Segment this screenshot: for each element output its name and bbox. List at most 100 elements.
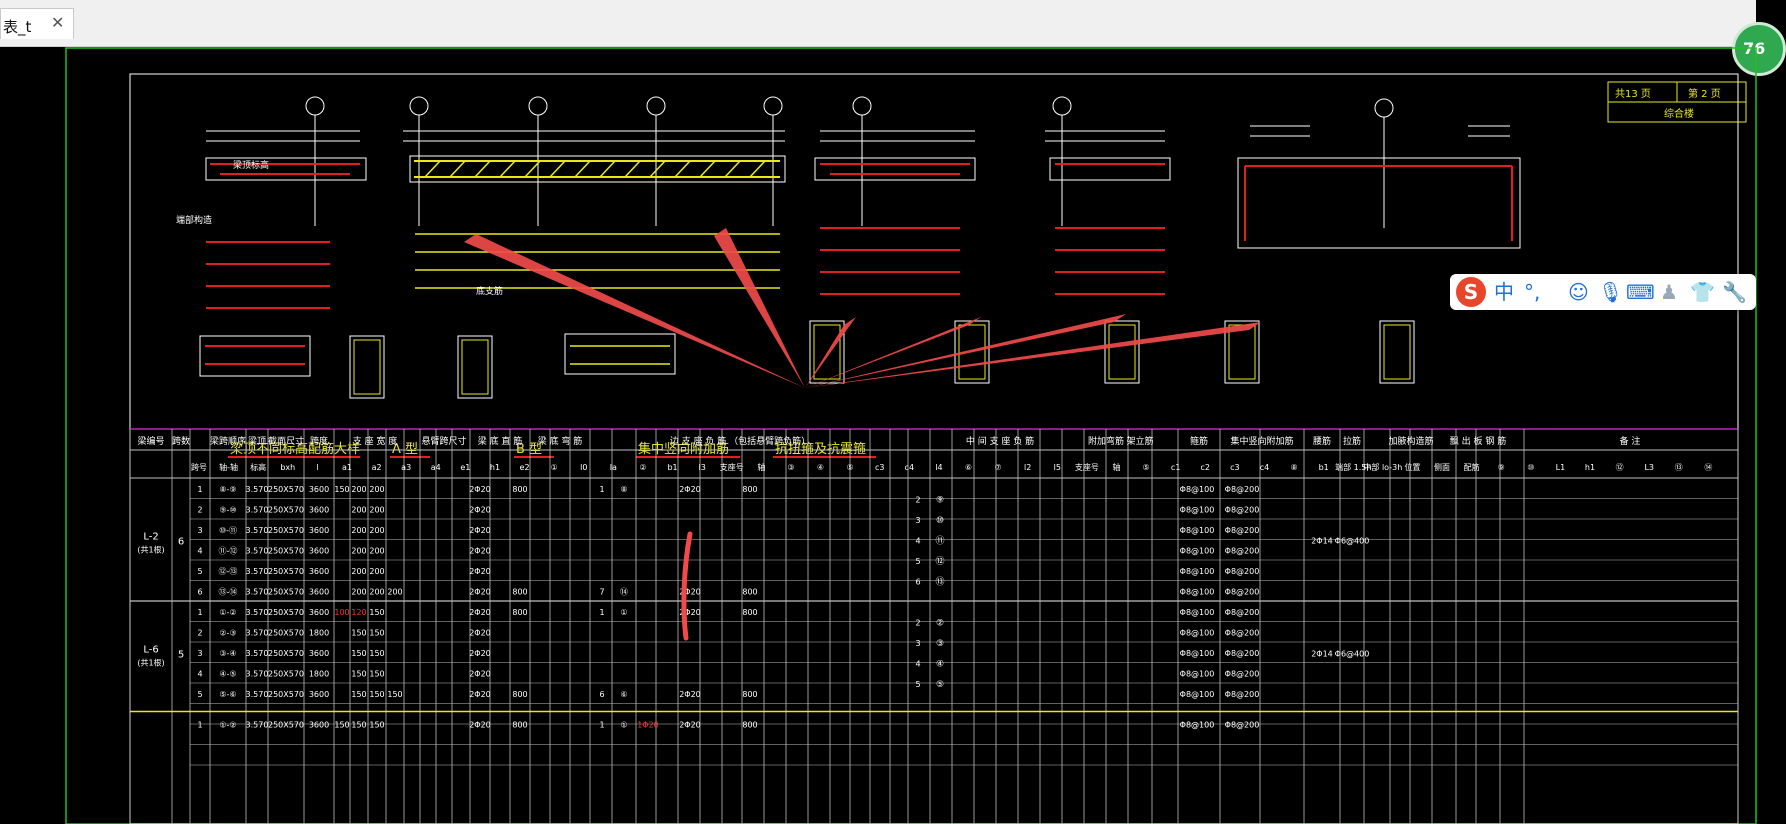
table-cell: Φ8@200 [1225,567,1260,576]
table-cell: ⑭ [620,588,628,597]
table-subheader-cell: a2 [372,463,382,472]
stirrup [813,324,841,380]
table-cell: ⑧ [620,485,627,494]
microphone-icon[interactable]: 🎙 [1598,280,1624,304]
table-cell: 200 [369,588,384,597]
table-cell: 250X570 [268,608,304,617]
table-subheader-cell: c3 [875,463,885,472]
table-cell: 250X570 [268,547,304,556]
document-tab-label: 表_t [3,18,32,36]
table-cell: 2Φ20 [469,588,491,597]
mid-support-axis: ② [936,619,944,629]
table-cell: 250X570 [268,629,304,638]
rebar [674,160,691,178]
emoji-icon[interactable]: ☺ [1568,280,1589,304]
table-cell: 4 [197,547,202,556]
table-cell: Φ8@100 [1180,670,1215,679]
rebar [574,160,591,178]
table-cell: 250X570 [268,670,304,679]
table-cell: 200 [369,526,384,535]
rebar [649,160,666,178]
annotation-arrow [805,314,1126,388]
table-cell: Φ8@100 [1180,629,1215,638]
keyboard-icon[interactable]: ⌨ [1626,280,1655,304]
table-cell: ⑨-⑩ [219,506,236,515]
close-icon[interactable]: ✕ [51,13,65,32]
shirt-icon[interactable]: 👕 [1690,280,1715,304]
section-outline [349,335,385,399]
cad-drawing-canvas[interactable]: 共13 页 第 2 页 综合楼 梁顶标高 底支筋 端部构造 梁顶不同标高配筋大样… [0,46,1757,824]
section-outline [1224,320,1260,384]
table-cell: Φ8@200 [1225,649,1260,658]
mid-support-no: 2 [915,619,920,628]
mid-support-axis: ⑪ [935,536,944,547]
annotation-stroke [681,531,693,641]
table-cell: Φ8@200 [1225,629,1260,638]
table-cell: 5 [197,567,202,576]
beam-outline [1049,157,1171,181]
table-cell: 150 [369,690,384,699]
table-cell: 250X570 [268,526,304,535]
table-cell: ⑩-⑪ [219,526,237,535]
table-subheader-cell: bxh [280,463,295,472]
table-cell: ① [620,608,627,617]
sogou-logo-icon[interactable]: S [1456,277,1486,307]
ime-mode-toggle[interactable]: 中 [1494,280,1514,304]
beam-outline [205,157,367,181]
table-cell: 250X570 [268,690,304,699]
stirrup [1108,324,1136,380]
table-cell: Φ8@100 [1180,608,1215,617]
mid-support-no: 4 [915,660,920,669]
table-cell: Φ8@200 [1225,547,1260,556]
stirrup [1228,324,1256,380]
table-cell: 3.570 [246,690,269,699]
beam-count-note: (共1根) [137,545,164,555]
table-subheader-cell: c3 [1230,463,1240,472]
table-cell: 3.570 [246,526,269,535]
document-tab-bar: 表_t ✕ [0,0,1756,47]
mid-support-axis: ④ [936,660,944,670]
table-cell: 1 [197,485,202,494]
table-subheader-cell: ⑫ [1616,463,1624,472]
rebar [599,160,616,178]
table-cell: 150 [351,629,366,638]
table-header-cell: 腰筋 [1313,435,1331,447]
table-cell: 3600 [309,649,329,658]
table-cell: 200 [351,485,366,494]
table-cell: Φ8@100 [1180,690,1215,699]
rebar [624,160,641,178]
table-header-cell: 梁顶 [248,435,266,447]
table-cell: Φ8@100 [1180,547,1215,556]
document-tab[interactable]: 表_t ✕ [0,8,74,39]
section-outline [1104,320,1140,384]
title-block: 共13 页 第 2 页 综合楼 [1607,81,1747,123]
table-cell: ①-② [219,721,236,730]
table-cell: 200 [369,567,384,576]
table-subheader-cell: l2 [1024,463,1031,472]
table-cell: 1800 [309,670,329,679]
table-cell: Φ8@100 [1180,649,1215,658]
table-cell: ⑤-⑥ [219,690,236,699]
table-cell: 1 [197,608,202,617]
axis-bubble [852,96,872,116]
table-cell: 120 [351,608,366,617]
person-icon[interactable]: ♟ [1660,280,1678,304]
table-subheader-cell: 端部 1.5h [1335,462,1371,472]
mid-support-axis: ⑬ [935,577,944,588]
table-subheader-cell: ⑧ [1290,463,1297,472]
annotation-arrow [714,228,805,388]
mid-support-axis: ③ [936,639,944,649]
wrench-icon[interactable]: 🔧 [1722,280,1747,304]
rebar [524,160,541,178]
table-cell: 3.570 [246,567,269,576]
table-subheader-cell: ⑨ [1498,463,1505,472]
beam-outline [409,155,786,183]
table-cell: 2Φ20 [469,526,491,535]
ime-toolbar[interactable]: S 中 °, ☺ 🎙 ⌨ ♟ 👕 🔧 [1450,274,1756,310]
table-subheader-cell: ⑩ [1527,463,1534,472]
stirrup [958,324,986,380]
table-cell: 800 [742,588,757,597]
beam-count-note: (共1根) [137,657,164,667]
ime-punct-toggle[interactable]: °, [1524,280,1541,304]
table-subheader-cell: l0 [580,463,587,472]
